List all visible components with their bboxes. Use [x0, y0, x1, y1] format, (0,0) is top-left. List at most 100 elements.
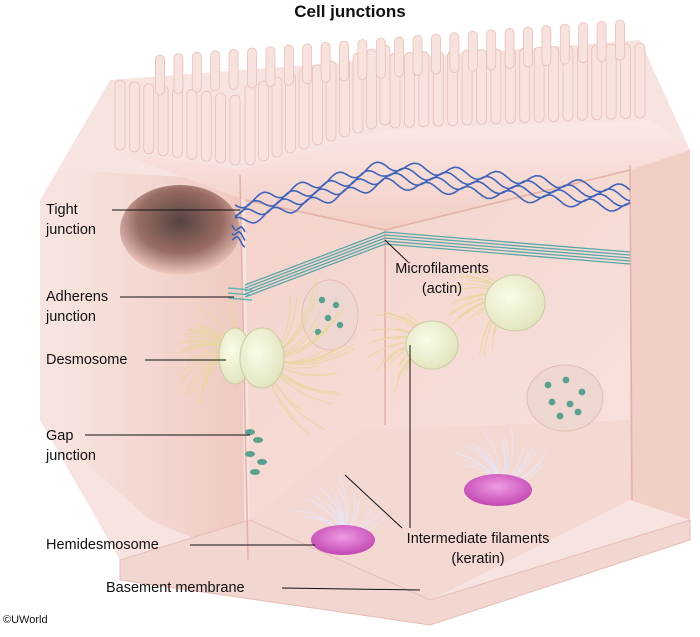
microvillus — [486, 29, 497, 71]
adherens-junction-bands — [227, 287, 253, 301]
tight-strand — [234, 169, 386, 217]
microvillus — [210, 50, 221, 92]
label-microfilaments: Microfilaments (actin) — [395, 261, 489, 297]
hemidesmosomes — [311, 474, 532, 555]
actin-line — [244, 234, 386, 289]
microvillus — [173, 53, 184, 94]
label-tight-junction: Tight junction — [46, 202, 96, 238]
gap-channel — [566, 400, 574, 408]
microvillus — [620, 43, 631, 119]
actin-line — [244, 243, 386, 298]
actin-line — [384, 237, 631, 259]
gap-channel — [548, 398, 556, 406]
gap-junction-channels — [314, 296, 586, 420]
microvillus — [186, 88, 198, 160]
gap-channel — [556, 412, 564, 420]
label-basement-membrane: Basement membrane — [106, 580, 245, 596]
microvillus — [449, 32, 460, 73]
microvillus — [320, 42, 331, 83]
microvillus — [247, 47, 257, 89]
actin-line — [384, 243, 631, 265]
tight-strand — [231, 231, 246, 241]
gap-channel — [336, 321, 344, 329]
microvillus — [244, 84, 256, 166]
microvillus — [258, 80, 269, 162]
microvillus — [283, 44, 294, 86]
microvilli — [114, 19, 646, 166]
microvillus — [394, 36, 405, 78]
microvillus — [541, 25, 552, 67]
microvillus — [155, 54, 165, 96]
microvillus — [605, 43, 617, 120]
microvillus — [412, 35, 423, 76]
actin-line — [384, 234, 631, 256]
right-cell — [630, 150, 690, 520]
gap-channel — [544, 381, 552, 389]
microvillus — [228, 49, 239, 90]
tight-strand — [231, 236, 245, 248]
microvillus — [312, 64, 323, 146]
tight-strand — [384, 162, 631, 193]
microvillus — [265, 46, 276, 87]
gap-channel — [324, 314, 332, 322]
microvillus — [467, 30, 478, 72]
desmosome-plaques — [218, 274, 546, 389]
microvillus — [559, 23, 570, 65]
gap-channel — [562, 376, 570, 384]
microvillus — [504, 27, 515, 69]
label-gap-junction: Gap junction — [46, 428, 96, 464]
actin-line — [244, 237, 386, 292]
gap-channel — [578, 388, 586, 396]
actin-line — [384, 231, 631, 253]
microvillus — [302, 43, 313, 85]
microvillus — [548, 46, 559, 122]
copyright-credit: ©UWorld — [3, 614, 48, 626]
microvillus — [128, 81, 140, 153]
microvillus — [114, 79, 126, 151]
gap-channel — [314, 328, 322, 336]
gap-channel — [318, 296, 326, 304]
microvillus — [366, 48, 377, 130]
label-intermediate-filaments: Intermediate filaments (keratin) — [406, 531, 550, 567]
microvillus — [634, 42, 646, 119]
label-desmosome: Desmosome — [46, 352, 128, 368]
microvillus — [476, 49, 487, 125]
microvillus — [431, 33, 441, 75]
actin-line — [384, 240, 631, 262]
tight-strand — [234, 177, 386, 224]
tight-strand — [384, 167, 631, 202]
microvillus — [578, 22, 589, 64]
microvillus — [339, 40, 349, 82]
basement-membrane-sheet — [119, 519, 691, 626]
tight-junction-strands — [231, 161, 631, 248]
microvillus — [357, 39, 368, 80]
left-cell-dark-interior — [120, 185, 240, 275]
tight-strand — [384, 177, 631, 212]
microvillus — [596, 20, 607, 62]
gap-channel — [332, 301, 340, 309]
microvillus — [615, 19, 625, 61]
label-adherens-junction: Adherens junction — [46, 289, 109, 325]
microvillus — [271, 76, 283, 158]
page-title: Cell junctions — [294, 2, 406, 21]
microvillus — [375, 37, 386, 79]
microvillus — [523, 26, 533, 68]
actin-line — [244, 240, 386, 295]
microvillus — [200, 90, 212, 162]
microvillus — [172, 87, 183, 158]
microvillus — [215, 92, 227, 164]
microvillus — [533, 46, 545, 123]
gap-channel — [574, 408, 582, 416]
microvillus — [143, 83, 155, 155]
label-hemidesmosome: Hemidesmosome — [46, 537, 159, 553]
microvillus — [157, 85, 169, 157]
gap-junction-channels-side — [245, 429, 267, 475]
microfilament-belt — [244, 231, 631, 298]
actin-line — [244, 231, 386, 286]
microvillus — [229, 94, 241, 166]
cell-floor — [250, 420, 630, 600]
microvillus — [404, 52, 415, 128]
microvillus — [191, 51, 202, 93]
